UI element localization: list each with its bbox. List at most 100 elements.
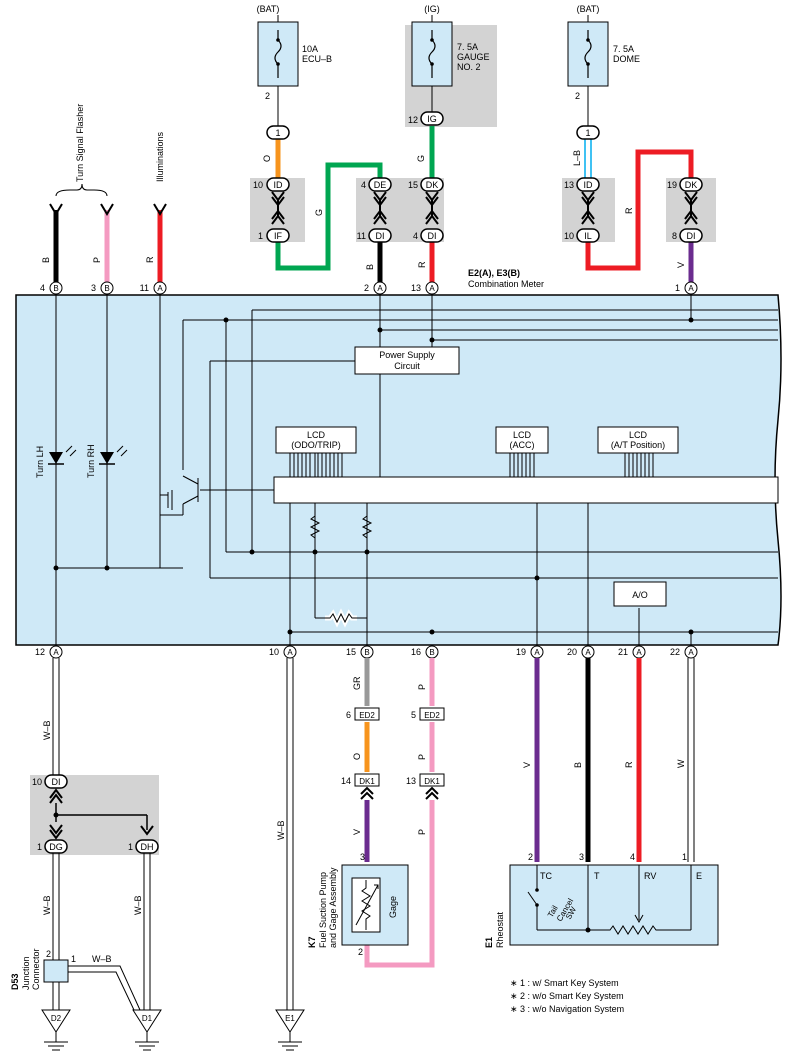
connector-id-il: ID 13 IL 10: [564, 177, 600, 243]
svg-text:B: B: [364, 648, 369, 657]
svg-text:10: 10: [564, 231, 574, 241]
svg-text:DI: DI: [52, 777, 61, 787]
svg-text:D2: D2: [51, 1014, 62, 1023]
fuse-rating: 10A: [302, 44, 318, 54]
svg-text:4: 4: [630, 852, 635, 862]
svg-text:IG: IG: [427, 114, 437, 124]
rheostat-e1: 2 3 4 1 TC T RV E Tail Cancel SW E1 Rheo…: [484, 852, 719, 948]
svg-text:1: 1: [128, 842, 133, 852]
connector-dk-di-2: DK 19 DI 8: [667, 177, 703, 243]
meter-top-pins: B4 B3 A11 A2 A13 A1: [40, 281, 698, 295]
svg-text:D1: D1: [142, 1014, 153, 1023]
fuse-ecu-b: (BAT) 10A ECU–B 2: [257, 4, 332, 101]
svg-text:DH: DH: [141, 842, 154, 852]
ground-d2-icon: D2: [41, 1009, 71, 1051]
svg-text:Power Supply: Power Supply: [379, 350, 435, 360]
svg-text:L–B: L–B: [572, 150, 582, 166]
svg-text:3: 3: [579, 852, 584, 862]
svg-text:2: 2: [46, 949, 51, 959]
svg-text:P: P: [417, 684, 427, 690]
svg-text:Rheostat: Rheostat: [495, 911, 505, 948]
svg-text:ID: ID: [584, 180, 594, 190]
svg-text:D53: D53: [10, 973, 20, 990]
svg-text:P: P: [417, 829, 427, 835]
svg-text:W: W: [676, 759, 686, 768]
svg-text:O: O: [352, 753, 362, 760]
svg-text:21: 21: [618, 647, 628, 657]
junction-connectors: DI 10 DG 1 DH 1: [32, 774, 159, 854]
svg-text:G: G: [416, 155, 426, 162]
svg-text:GR: GR: [352, 676, 362, 690]
svg-text:P: P: [92, 257, 102, 263]
svg-text:14: 14: [341, 776, 351, 786]
svg-text:K7: K7: [307, 936, 317, 948]
junction-dots: [53, 317, 694, 635]
svg-text:1: 1: [585, 128, 590, 138]
pin-1-ig: 1: [266, 125, 290, 140]
svg-text:W–B: W–B: [276, 820, 286, 840]
svg-text:13: 13: [411, 283, 421, 293]
svg-text:1: 1: [275, 128, 280, 138]
fuse-pin: 2: [265, 91, 270, 101]
svg-text:Circuit: Circuit: [394, 361, 420, 371]
svg-text:1: 1: [682, 852, 687, 862]
fuse-source-label: (IG): [424, 4, 440, 14]
svg-text:(ODO/TRIP): (ODO/TRIP): [291, 440, 341, 450]
meter-ic-bar: [273, 476, 779, 504]
svg-text:2: 2: [364, 283, 369, 293]
svg-text:B: B: [429, 648, 434, 657]
svg-text:A: A: [287, 648, 293, 657]
fuse-pin: 12: [408, 115, 418, 125]
svg-text:DI: DI: [687, 231, 696, 241]
svg-text:19: 19: [516, 647, 526, 657]
svg-text:V: V: [676, 262, 686, 268]
ao-block: [613, 581, 667, 607]
svg-text:DK1: DK1: [359, 777, 375, 786]
svg-text:DE: DE: [374, 180, 387, 190]
svg-text:11: 11: [140, 283, 149, 293]
svg-text:ED2: ED2: [424, 711, 440, 720]
svg-text:3: 3: [360, 852, 365, 862]
svg-text:A: A: [636, 648, 642, 657]
svg-text:IF: IF: [274, 231, 283, 241]
svg-text:15: 15: [408, 180, 418, 190]
meter-bottom-pins: A12 A10 B15 B16 A19 A20 A21 A22: [35, 645, 698, 659]
svg-text:19: 19: [667, 180, 677, 190]
fuse-rating: 7. 5A: [457, 42, 478, 52]
svg-text:LCD: LCD: [307, 430, 326, 440]
fuse-pin: 2: [575, 91, 580, 101]
svg-text:TC: TC: [540, 871, 552, 881]
pin-1-dome: 1: [576, 125, 600, 140]
svg-text:13: 13: [564, 180, 574, 190]
svg-text:LCD: LCD: [513, 430, 532, 440]
svg-text:6: 6: [346, 710, 351, 720]
connector-ed2: ED2 6 ED2 5: [346, 707, 445, 721]
svg-text:E: E: [696, 871, 702, 881]
svg-text:22: 22: [670, 647, 680, 657]
svg-text:B: B: [365, 264, 375, 270]
fuse-name: ECU–B: [302, 54, 332, 64]
svg-text:RV: RV: [644, 871, 656, 881]
svg-text:R: R: [417, 261, 427, 268]
junction-connector-d53: 2 1 D53 Junction Connector: [10, 948, 76, 990]
illuminations-label: Illuminations: [155, 131, 165, 182]
svg-text:4: 4: [361, 180, 366, 190]
svg-text:A: A: [585, 648, 591, 657]
fuse-source-label: (BAT): [577, 4, 600, 14]
svg-text:LCD: LCD: [629, 430, 648, 440]
connector-dk-di: DK 15 DI 4: [408, 177, 444, 243]
svg-text:W–B: W–B: [92, 954, 112, 964]
svg-text:Junction: Junction: [21, 956, 31, 990]
svg-text:8: 8: [672, 231, 677, 241]
svg-text:A: A: [53, 648, 59, 657]
svg-text:∗ 2 : w/o Smart Key System: ∗ 2 : w/o Smart Key System: [510, 991, 624, 1001]
fuse-name-2: NO. 2: [457, 62, 481, 72]
svg-text:B: B: [573, 762, 583, 768]
svg-text:E1: E1: [285, 1014, 295, 1023]
transistor-icon: [160, 475, 199, 516]
meter-name: Combination Meter: [468, 279, 544, 289]
svg-text:A: A: [688, 284, 694, 293]
svg-text:10: 10: [32, 777, 42, 787]
svg-text:10: 10: [253, 180, 263, 190]
